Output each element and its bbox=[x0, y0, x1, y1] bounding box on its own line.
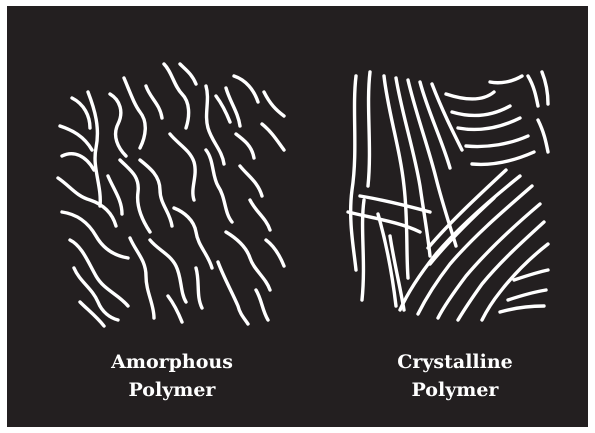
amorphous-chain bbox=[180, 64, 196, 84]
amorphous-chain bbox=[62, 154, 94, 170]
amorphous-chain bbox=[236, 134, 254, 158]
amorphous-polymer-chains bbox=[58, 64, 284, 326]
amorphous-chain bbox=[196, 268, 202, 308]
crystalline-chain bbox=[351, 76, 356, 270]
amorphous-chain bbox=[62, 212, 128, 258]
crystalline-chain bbox=[466, 136, 528, 147]
amorphous-chain bbox=[266, 240, 284, 266]
amorphous-chain bbox=[168, 296, 182, 322]
amorphous-chain bbox=[256, 290, 268, 320]
crystalline-chain bbox=[538, 120, 548, 152]
crystalline-chain bbox=[542, 72, 548, 104]
amorphous-chain bbox=[70, 240, 128, 306]
crystalline-chain bbox=[368, 72, 370, 186]
amorphous-chain bbox=[124, 78, 145, 148]
amorphous-chain bbox=[150, 240, 186, 302]
amorphous-chain bbox=[72, 98, 90, 128]
amorphous-chain bbox=[234, 76, 258, 102]
amorphous-chain bbox=[206, 150, 232, 222]
crystalline-chain bbox=[458, 118, 520, 130]
amorphous-caption-line1: Amorphous bbox=[72, 348, 272, 376]
crystalline-chain bbox=[360, 196, 430, 212]
amorphous-polymer-caption: Amorphous Polymer bbox=[72, 348, 272, 404]
amorphous-chain bbox=[240, 166, 262, 196]
crystalline-chain bbox=[500, 306, 544, 312]
crystalline-chain bbox=[348, 212, 420, 232]
amorphous-chain bbox=[216, 96, 230, 122]
amorphous-chain bbox=[164, 64, 189, 128]
amorphous-chain bbox=[130, 238, 154, 318]
amorphous-chain bbox=[264, 92, 284, 116]
amorphous-chain bbox=[58, 178, 116, 226]
amorphous-chain bbox=[110, 94, 126, 156]
crystalline-polymer-chains bbox=[348, 72, 548, 320]
crystalline-polymer-caption: Crystalline Polymer bbox=[355, 348, 555, 404]
amorphous-chain bbox=[262, 124, 284, 150]
amorphous-chain bbox=[108, 176, 122, 214]
amorphous-chain bbox=[146, 86, 162, 118]
crystalline-chain bbox=[452, 106, 510, 115]
amorphous-chain bbox=[170, 134, 195, 200]
crystalline-chain bbox=[472, 152, 534, 164]
amorphous-chain bbox=[174, 208, 212, 268]
crystalline-chain bbox=[490, 76, 522, 83]
crystalline-chain bbox=[528, 76, 538, 106]
amorphous-chain bbox=[120, 160, 150, 232]
crystalline-chain bbox=[446, 92, 494, 99]
crystalline-chain bbox=[428, 170, 506, 248]
amorphous-chain bbox=[226, 232, 270, 290]
amorphous-chain bbox=[60, 126, 92, 150]
crystalline-caption-line2: Polymer bbox=[355, 376, 555, 404]
crystalline-chain bbox=[508, 290, 546, 300]
amorphous-caption-line2: Polymer bbox=[72, 376, 272, 404]
amorphous-chain bbox=[218, 262, 248, 324]
amorphous-chain bbox=[140, 160, 172, 226]
crystalline-caption-line1: Crystalline bbox=[355, 348, 555, 376]
amorphous-chain bbox=[250, 200, 270, 230]
